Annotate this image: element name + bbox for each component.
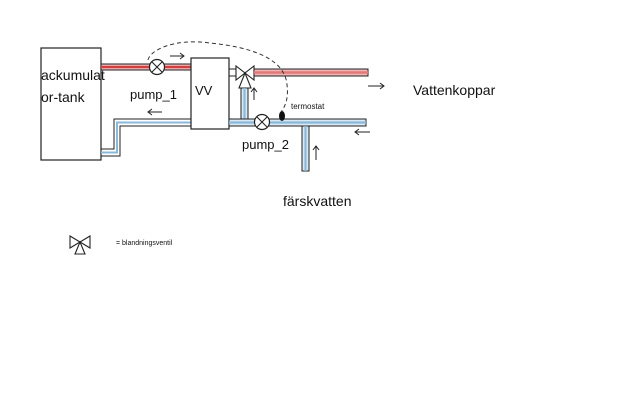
pump-2-symbol <box>253 113 271 131</box>
hot-pipe-tank-to-vv <box>100 63 192 71</box>
cold-return-pipe <box>101 118 191 157</box>
dashed-control-line <box>147 41 288 113</box>
farskvatten-label: färskvatten <box>283 193 352 209</box>
pipe-vv-to-valve <box>229 68 236 77</box>
pump-2-label: pump_2 <box>242 137 289 152</box>
cold-return-pipe-fill <box>101 121 191 154</box>
pump-1-label: pump_1 <box>130 87 177 102</box>
hot-pipe-to-taps <box>253 68 369 77</box>
arrow-up-valve <box>250 87 258 100</box>
mixing-valve-symbol <box>235 64 255 89</box>
thermostat-sensor <box>279 111 285 121</box>
arrow-right-vattenkoppar <box>368 82 385 90</box>
arrow-left-return <box>147 108 162 116</box>
vv-heat-exchanger <box>190 57 230 130</box>
cold-pipe-valve-down <box>240 87 249 123</box>
tank-label-line2: or-tank <box>41 89 85 105</box>
arrow-right-top <box>170 52 185 60</box>
legend-text: = blandningsventil <box>116 240 173 247</box>
vattenkoppar-label: Vattenkoppar <box>413 82 496 98</box>
thermostat-label: termostat <box>291 102 325 111</box>
accumulator-tank <box>40 47 102 161</box>
flow-arrows <box>147 52 385 160</box>
vv-label: VV <box>195 83 213 98</box>
pump-1-symbol <box>148 58 166 76</box>
arrow-left-inlet <box>354 128 370 136</box>
tank-label-line1: ackumulat <box>41 67 105 83</box>
cold-pipe-fresh-water <box>228 118 367 172</box>
legend-valve-symbol <box>69 235 91 255</box>
arrow-up-inlet <box>312 145 320 160</box>
